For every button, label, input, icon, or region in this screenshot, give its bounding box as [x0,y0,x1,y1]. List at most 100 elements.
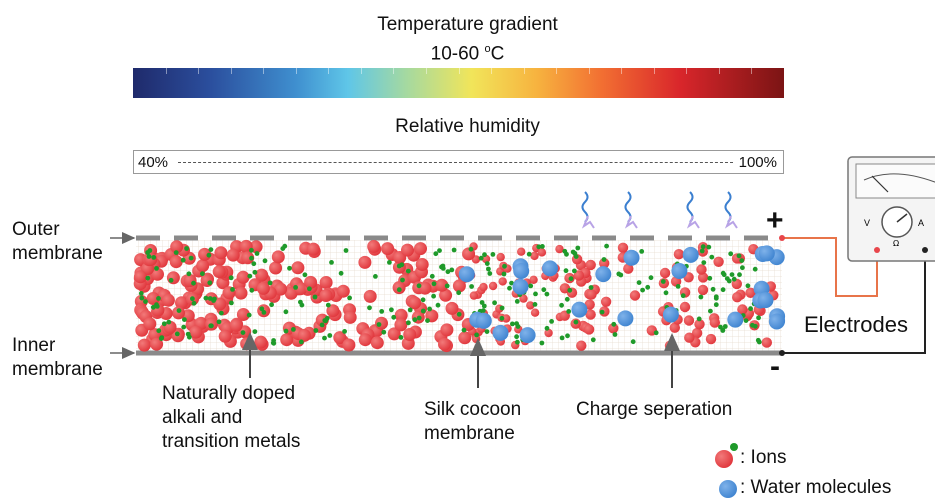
ion-red [544,328,553,338]
water-molecule [475,312,492,329]
ion-red [271,250,285,264]
ion-red [600,296,612,307]
colorbar-tick [393,68,395,74]
ion-red [705,333,717,345]
water-molecule [768,313,785,330]
outer-membrane-label: Outer membrane [12,218,103,266]
ion-red [659,267,671,279]
ion-red [696,264,707,275]
ion-red [342,338,356,352]
ion-green [367,305,372,311]
ion-red [214,246,228,260]
ion-green [590,337,596,343]
ion-green [720,287,726,293]
ion-green [373,274,378,279]
water-molecule [758,245,775,262]
ion-green [186,271,192,277]
ion-red [213,297,227,311]
ion-green [182,317,187,322]
doped-label: Naturally doped alkali and transition me… [162,382,300,454]
silk-label: Silk cocoon membrane [424,398,521,446]
ion-green [510,321,515,327]
ion-green [293,285,298,290]
ion-green [431,293,436,299]
ion-green [150,304,156,310]
ion-green [420,297,426,303]
ion-green [456,290,462,296]
ions-legend-label: : Ions [740,447,787,468]
water-molecule [595,266,612,283]
ion-red [583,324,595,335]
ion-green [190,296,195,302]
ion-green [298,339,304,345]
colorbar-tick [718,68,720,74]
ion-green [416,315,422,321]
ion-red [526,301,535,310]
ion-green [698,294,704,300]
ion-green [564,251,569,257]
ion-green [283,309,289,315]
inner-membrane-line2: membrane [12,359,103,380]
ion-green [745,283,751,289]
ion-red [394,308,408,322]
ion-red [381,242,395,256]
colorbar-tick [653,68,655,74]
humidity-title: Relative humidity [395,116,540,137]
ion-red [151,267,164,281]
colorbar-tick [198,68,200,74]
ion-red [439,288,453,302]
positive-wire [782,237,878,297]
ion-red [387,327,401,341]
ion-green [611,321,617,327]
negative-terminal [779,350,785,356]
ion-green [630,339,636,345]
ion-red [761,337,772,348]
ion-green [752,266,758,272]
ion-green [743,318,749,323]
ion-green [259,306,265,312]
ion-green [640,287,645,293]
silk-line2: membrane [424,423,515,444]
ion-green [532,302,538,307]
temperature-degree: o [484,43,491,55]
ion-green [338,270,344,276]
ion-green [481,303,487,309]
ion-red [479,282,488,292]
ion-green [487,271,493,276]
ion-green [166,319,172,325]
ion-red [555,244,564,254]
ion-green [748,306,753,312]
ion-green [706,244,712,250]
ion-green [240,330,246,335]
meter-ohm-label: Ω [893,239,899,248]
ion-red [240,337,254,351]
ion-green [549,319,554,324]
ion-green [156,328,162,334]
ion-green [721,272,727,278]
ion-red [709,317,720,328]
ion-green [636,280,642,285]
ion-red [256,281,270,295]
ion-green [143,299,148,304]
ion-green [444,283,450,289]
ion-red [529,275,538,284]
ion-green [211,298,217,303]
ion-green [750,322,755,328]
ion-green [544,325,550,331]
water-molecule [512,278,529,295]
ion-green [736,253,742,259]
ion-green [612,332,618,337]
minus-sign: - [770,350,780,383]
ion-red [576,340,587,351]
doped-line3: transition metals [162,431,301,452]
ion-green [755,337,761,343]
ion-red [367,240,381,253]
doped-line2: alkali and [162,407,243,428]
colorbar-tick [458,68,460,74]
silk-line1: Silk cocoon [424,399,522,420]
water-molecule [617,310,634,327]
ion-red [691,327,703,339]
ion-green [283,328,289,334]
ion-green [246,312,252,318]
ion-green [502,263,507,269]
